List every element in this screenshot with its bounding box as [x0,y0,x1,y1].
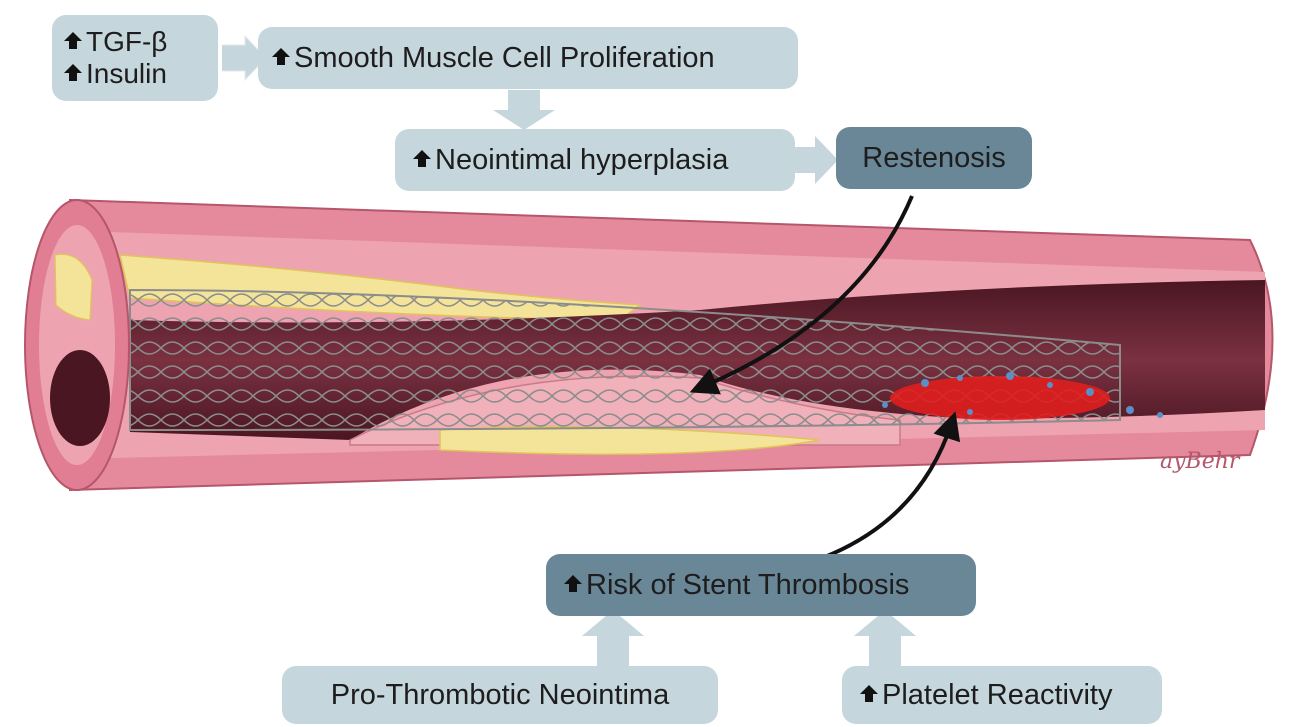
up-arrow-icon [413,150,431,159]
insulin-label: Insulin [86,58,167,90]
tgf-beta-line: TGF-β [64,26,167,58]
arrow-proliferation-to-hyperplasia [493,90,555,130]
platelet-reactivity-label: Platelet Reactivity [882,679,1113,712]
stent-thrombosis-label: Risk of Stent Thrombosis [586,569,909,602]
growth-factors-box: TGF-β Insulin [52,15,218,101]
up-arrow-icon [64,64,82,73]
platelet-reactivity-box: Platelet Reactivity [842,666,1162,724]
stent-thrombosis-box: Risk of Stent Thrombosis [546,554,976,616]
restenosis-label: Restenosis [862,142,1005,175]
smc-proliferation-box: Smooth Muscle Cell Proliferation [258,27,798,89]
pro-thrombotic-neointima-box: Pro-Thrombotic Neointima [282,666,718,724]
artist-signature: ayBehr [1160,449,1241,474]
neointimal-hyperplasia-label: Neointimal hyperplasia [435,144,728,177]
smc-proliferation-label: Smooth Muscle Cell Proliferation [294,42,715,75]
up-arrow-icon [860,685,878,694]
up-arrow-icon [64,32,82,41]
restenosis-box: Restenosis [836,127,1032,189]
arrow-platelet-to-thrombosis [854,610,916,668]
arrow-neointima-to-thrombosis [582,610,644,668]
arrow-hyperplasia-to-restenosis [795,136,838,184]
tgf-beta-label: TGF-β [86,26,167,58]
insulin-line: Insulin [64,58,167,90]
cross-section-lumen [50,350,110,446]
neointimal-hyperplasia-box: Neointimal hyperplasia [395,129,795,191]
pro-thrombotic-neointima-label: Pro-Thrombotic Neointima [331,679,669,712]
up-arrow-icon [272,48,290,57]
up-arrow-icon [564,575,582,584]
